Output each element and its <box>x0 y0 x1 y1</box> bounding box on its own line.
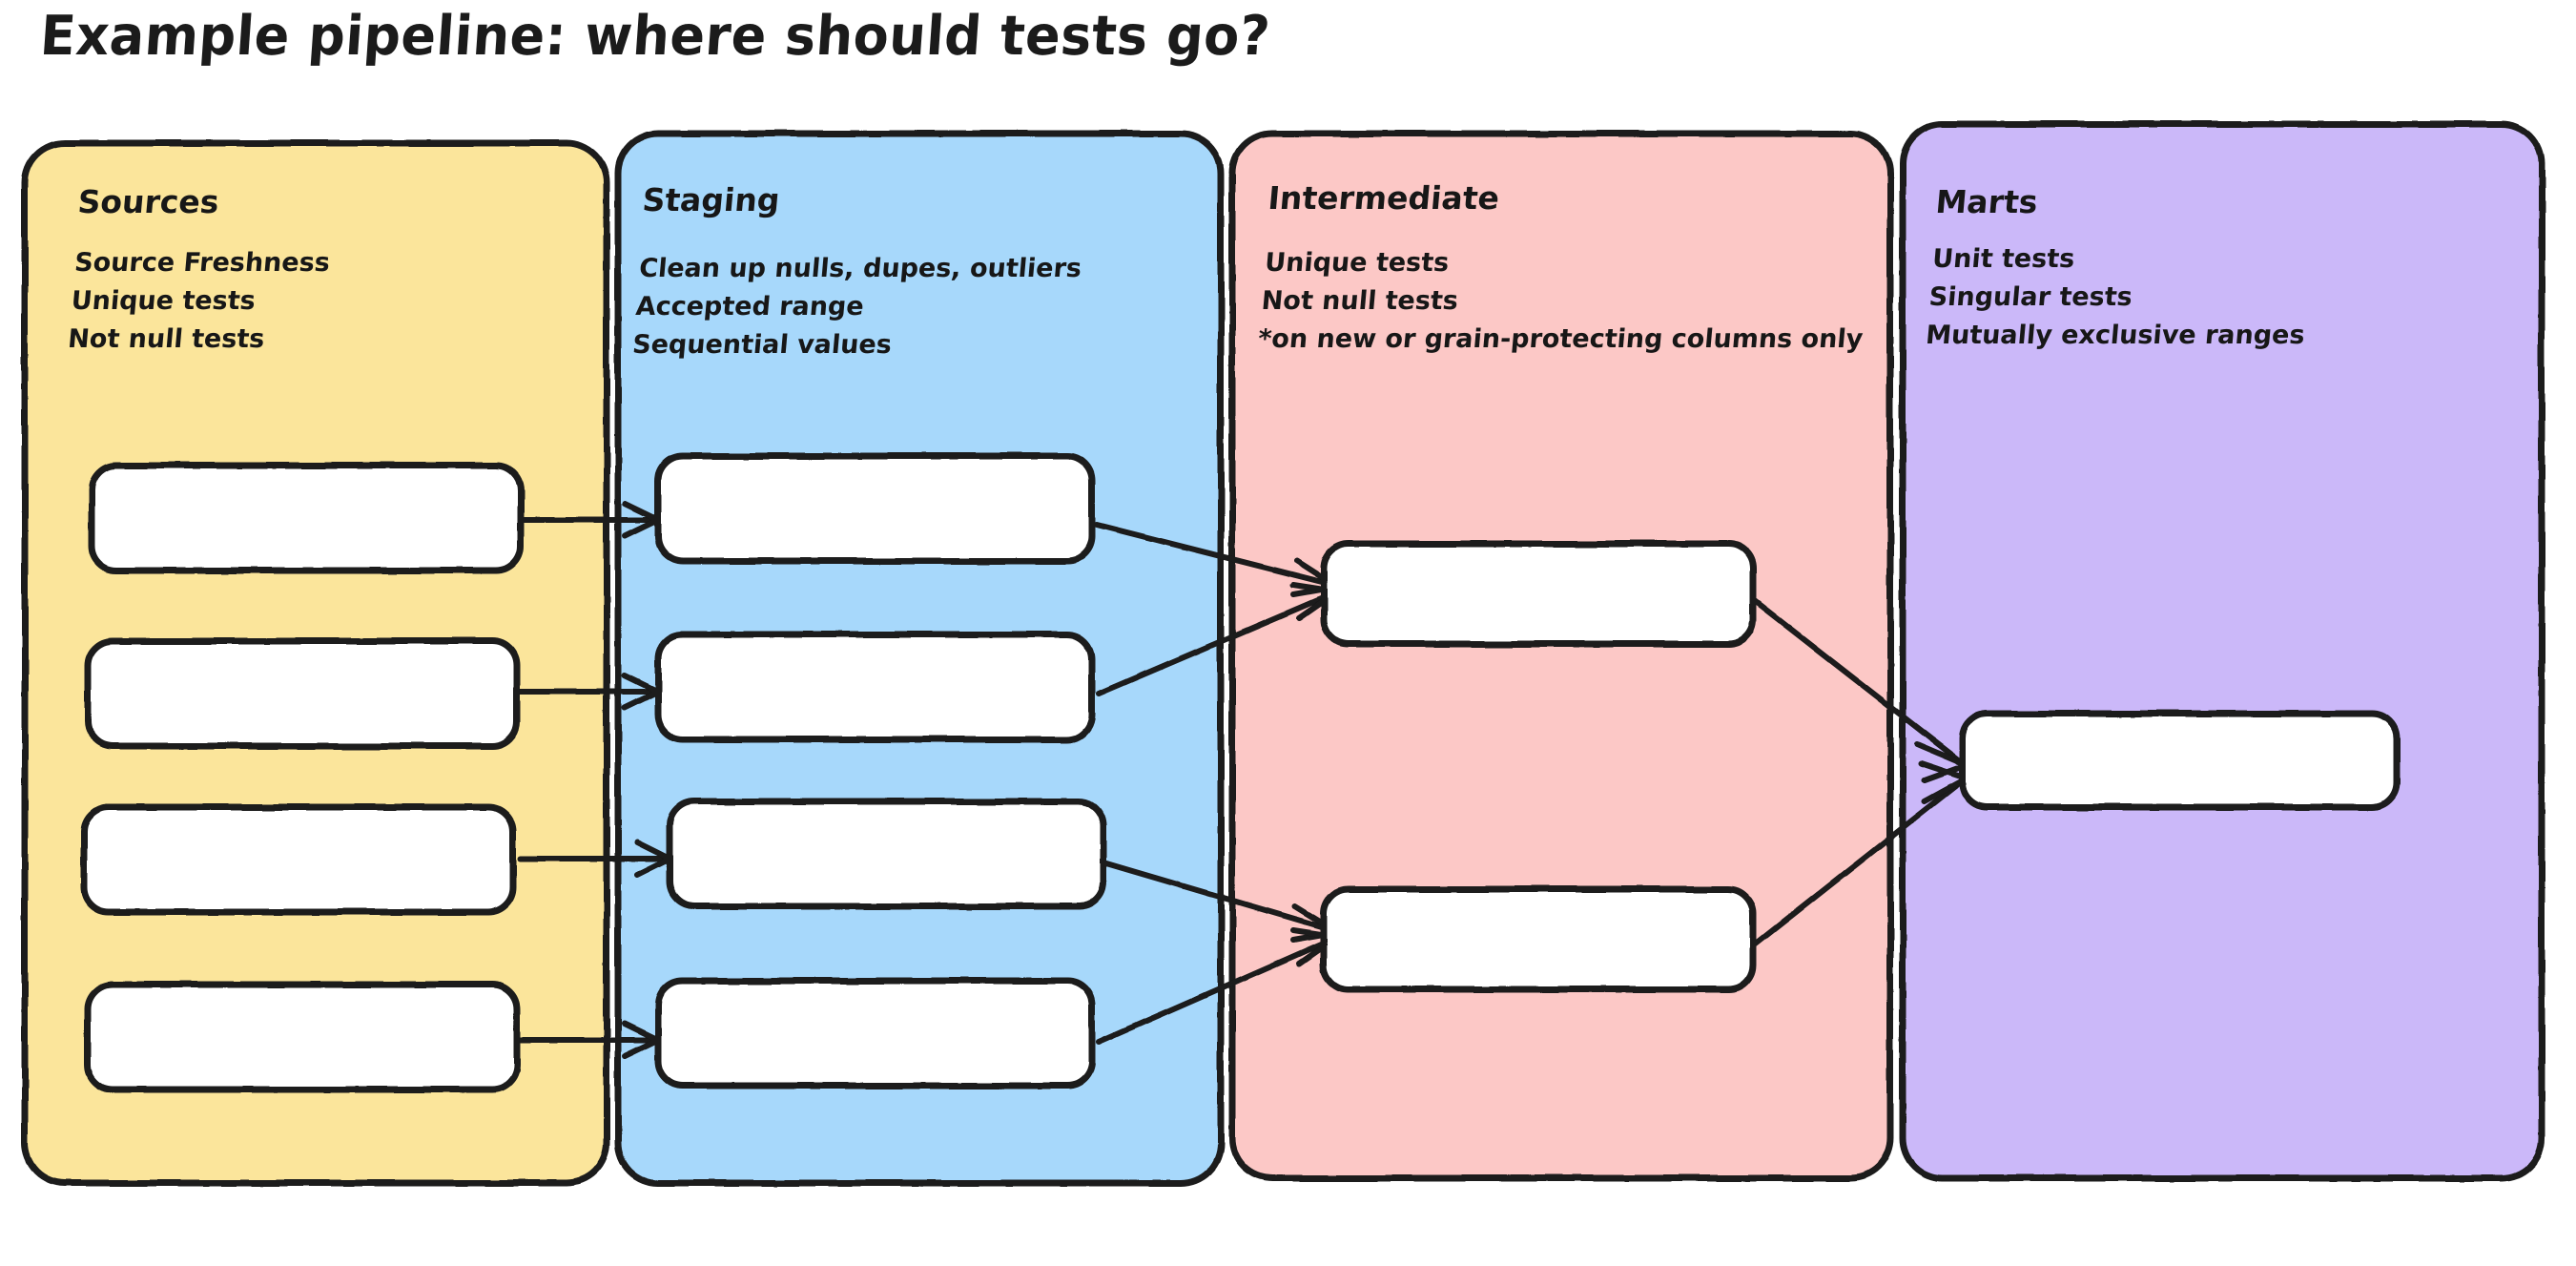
lane-note: Unique tests <box>1263 248 1451 278</box>
node-stg-3[interactable] <box>666 798 1107 910</box>
lane-note: Sequential values <box>630 330 894 360</box>
lane-heading-marts: Marts <box>1934 183 2040 220</box>
node-int-1[interactable] <box>1320 540 1757 648</box>
node-mart-1[interactable] <box>1959 710 2401 811</box>
lane-heading-sources: Sources <box>76 183 221 220</box>
lane-note: Not null tests <box>66 324 266 354</box>
node-src-1[interactable] <box>88 462 525 574</box>
lane-notes-marts: Unit tests Singular tests Mutually exclu… <box>1925 240 2314 355</box>
lane-notes-sources: Source Freshness Unique tests Not null t… <box>67 244 332 359</box>
node-stg-4[interactable] <box>654 977 1096 1090</box>
page-title: Example pipeline: where should tests go? <box>38 4 1273 69</box>
node-src-4[interactable] <box>84 981 521 1093</box>
lane-note: Mutually exclusive ranges <box>1924 321 2306 350</box>
lane-note: Not null tests <box>1260 286 1460 316</box>
node-stg-2[interactable] <box>654 631 1096 743</box>
lane-note: Unique tests <box>70 286 258 316</box>
node-stg-1[interactable] <box>654 452 1096 565</box>
lane-marts-background <box>1899 120 2545 1182</box>
lane-note: Unit tests <box>1930 244 2076 274</box>
lane-note: Clean up nulls, dupes, outliers <box>637 254 1083 283</box>
lane-notes-staging: Clean up nulls, dupes, outliers Accepted… <box>631 250 1083 364</box>
lane-heading-intermediate: Intermediate <box>1267 179 1501 217</box>
node-layer <box>80 452 2401 1093</box>
lane-note: *on new or grain-protecting columns only <box>1256 324 1865 354</box>
node-int-2[interactable] <box>1320 885 1757 993</box>
lane-heading-staging: Staging <box>641 181 782 218</box>
lane-notes-intermediate: Unique tests Not null tests *on new or g… <box>1257 244 1871 359</box>
node-src-2[interactable] <box>84 637 521 750</box>
node-src-3[interactable] <box>80 803 517 916</box>
lane-note: Source Freshness <box>72 248 332 278</box>
lane-note: Singular tests <box>1927 282 2134 312</box>
lane-note: Accepted range <box>634 292 866 322</box>
